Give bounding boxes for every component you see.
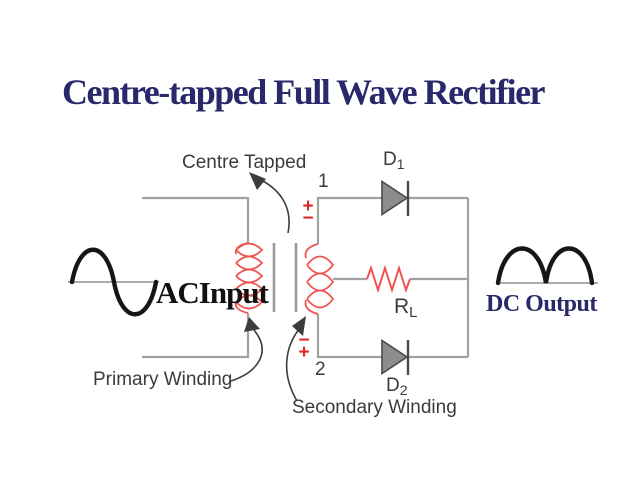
ac-sine-waveform <box>69 247 159 317</box>
resistor-subscript: L <box>409 304 418 321</box>
plus-sign: + <box>298 342 310 363</box>
coil-turn <box>235 294 264 310</box>
arrowhead <box>244 317 260 332</box>
node-1-label: 1 <box>318 171 329 192</box>
diode-d2-subscript: 2 <box>399 382 408 398</box>
load-resistor <box>366 264 411 294</box>
polarity-top: + − <box>299 196 317 229</box>
diode-triangle <box>381 339 409 375</box>
dc-output-waveform <box>495 246 595 286</box>
arrow-curve <box>230 329 263 382</box>
secondary-branch-wires <box>316 196 470 359</box>
diode-d1-letter: D <box>383 149 397 170</box>
arrow-curve <box>285 327 301 402</box>
minus-sign: − <box>302 208 314 229</box>
node-2-label: 2 <box>315 359 326 380</box>
coil-turn <box>306 255 335 275</box>
primary-winding-label: Primary Winding <box>93 369 233 390</box>
slide-title: Centre-tapped Full Wave Rectifier <box>61 72 546 112</box>
transformer-core-lines <box>272 243 298 312</box>
arrowhead <box>249 172 266 190</box>
plus-sign: + <box>302 196 314 217</box>
dc-output-label: DC Output <box>486 291 597 317</box>
coil-hook <box>304 243 319 315</box>
resistor-letter: R <box>394 295 410 318</box>
minus-sign: − <box>298 330 310 351</box>
polarity-bottom: − + <box>295 330 313 363</box>
secondary-winding-label: Secondary Winding <box>292 397 457 418</box>
primary-coil <box>234 242 264 314</box>
ac-input-label: ACInput <box>156 275 269 310</box>
centre-tapped-arrow <box>249 172 290 234</box>
centre-tapped-label: Centre Tapped <box>182 152 307 173</box>
diode-d1-subscript: 1 <box>396 156 405 172</box>
coil-turn <box>235 281 264 297</box>
coil-turn <box>235 268 264 284</box>
load-resistor-label: RL <box>394 295 418 321</box>
diode-d2 <box>381 339 410 375</box>
arrowhead <box>292 316 306 336</box>
diode-d2-letter: D <box>386 375 400 396</box>
coil-turn <box>235 255 264 271</box>
coil-turn <box>235 242 264 258</box>
secondary-coil <box>304 243 335 315</box>
primary-winding-arrow <box>230 317 263 382</box>
coil-turn <box>306 289 335 309</box>
diode-d2-label: D2 <box>386 375 408 398</box>
secondary-winding-arrow <box>285 316 306 402</box>
diode-d1 <box>381 180 410 216</box>
diode-triangle <box>381 180 409 216</box>
diode-d1-label: D1 <box>383 149 405 172</box>
arrow-curve <box>260 179 290 234</box>
coil-turn <box>306 272 335 292</box>
